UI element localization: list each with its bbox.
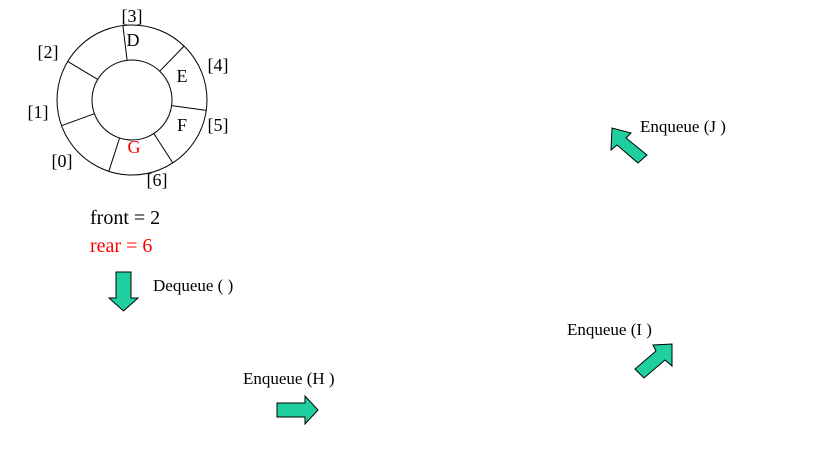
- ring-divider-1: [108, 137, 121, 172]
- enqueue-h-label: Enqueue (H ): [243, 369, 335, 388]
- cell-value-slot-3: D: [127, 30, 140, 50]
- ring-index-labels: [0] [1] [2] [3] [4] [5] [6]: [28, 6, 229, 190]
- index-label-0: [0]: [52, 151, 73, 171]
- front-pointer-text: front = 2: [90, 207, 160, 229]
- arrow-up-left-icon: [610, 127, 648, 164]
- circular-queue-ring: [56, 24, 208, 176]
- index-label-5: [5]: [208, 115, 229, 135]
- index-label-4: [4]: [208, 55, 229, 75]
- index-label-2: [2]: [38, 42, 59, 62]
- ring-divider-4: [122, 25, 128, 61]
- cell-value-slot-6: G: [128, 137, 141, 157]
- cell-value-slot-5: F: [177, 115, 187, 135]
- arrow-down-icon: [107, 271, 140, 312]
- dequeue-label: Dequeue ( ): [153, 276, 233, 295]
- arrow-up-right-icon: [634, 343, 673, 379]
- ring-divider-5: [159, 45, 185, 72]
- enqueue-j-label: Enqueue (J ): [640, 117, 726, 136]
- ring-cell-values: D E F G: [127, 30, 188, 157]
- ring-slot-dividers: [61, 25, 207, 172]
- ring-inner-circle: [91, 59, 173, 141]
- index-label-1: [1]: [28, 102, 49, 122]
- ring-divider-2: [61, 113, 95, 127]
- ring-outer-circle: [56, 24, 208, 176]
- ring-divider-0: [153, 133, 174, 164]
- ring-divider-3: [67, 60, 98, 80]
- enqueue-i-label: Enqueue (I ): [567, 320, 652, 339]
- arrow-right-icon: [276, 394, 319, 426]
- index-label-6: [6]: [147, 170, 168, 190]
- ring-divider-6: [171, 105, 207, 111]
- rear-pointer-text: rear = 6: [90, 235, 152, 257]
- cell-value-slot-4: E: [177, 66, 188, 86]
- index-label-3: [3]: [122, 6, 143, 26]
